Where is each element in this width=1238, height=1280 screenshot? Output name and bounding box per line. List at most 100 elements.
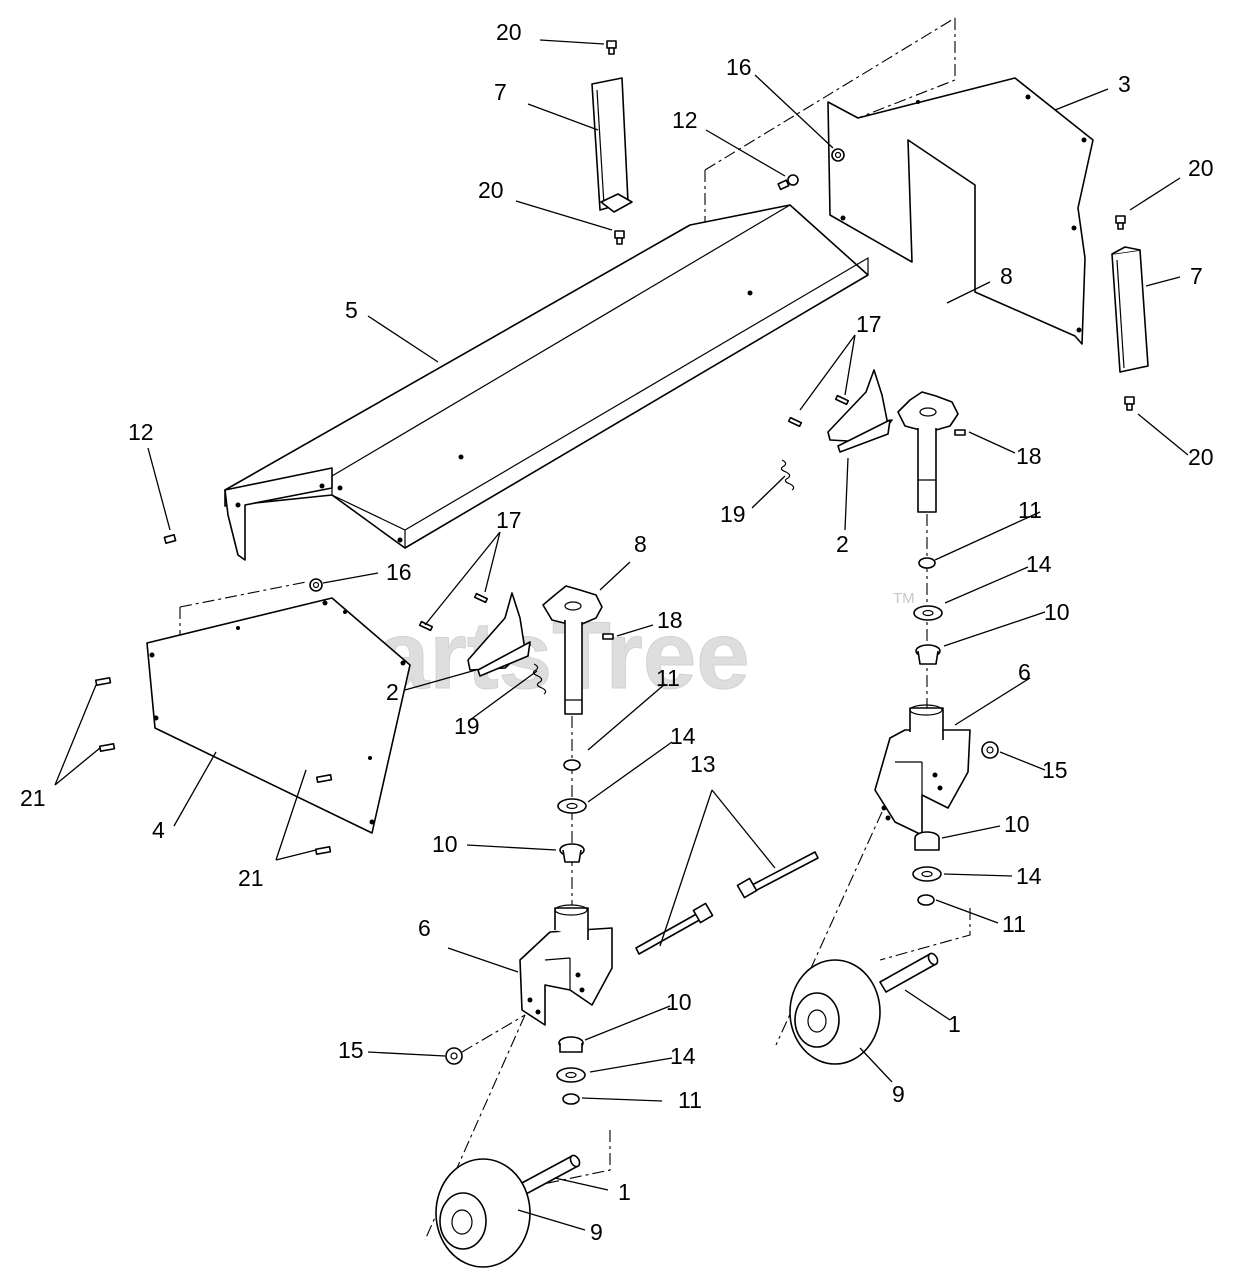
bolt-20-mid[interactable] <box>614 230 625 245</box>
nut-15-right[interactable] <box>981 741 999 759</box>
nut-16-left[interactable] <box>309 578 323 592</box>
callout-20: 20 <box>1188 155 1214 181</box>
bracket-7-right[interactable] <box>1111 246 1149 373</box>
callout-6: 6 <box>1018 659 1031 685</box>
screw-21-c[interactable] <box>315 774 333 783</box>
callout-18: 18 <box>1016 443 1042 469</box>
callout-10: 10 <box>432 831 458 857</box>
screw-18-right[interactable] <box>954 429 966 436</box>
bushing-10-left-upper[interactable] <box>559 843 585 863</box>
bolt-12-upper[interactable] <box>777 174 799 191</box>
spring-19-right[interactable] <box>780 459 795 491</box>
wheel-axis-left <box>424 1014 611 1241</box>
bolt-13-left[interactable] <box>635 902 714 955</box>
callout-labels: 20 7 16 3 12 20 20 7 5 17 8 12 20 18 19 … <box>20 19 1214 1245</box>
callout-7: 7 <box>1190 263 1203 289</box>
pin-17-right-a[interactable] <box>787 416 803 428</box>
axle-1-left[interactable] <box>519 1154 581 1195</box>
callout-5: 5 <box>345 297 358 323</box>
axle-1-right[interactable] <box>879 952 939 993</box>
bolt-20-right-top[interactable] <box>1115 215 1126 230</box>
callout-16: 16 <box>386 559 412 585</box>
callout-11: 11 <box>656 665 680 691</box>
callout-15: 15 <box>1042 757 1068 783</box>
callout-14: 14 <box>1016 863 1042 889</box>
callout-19: 19 <box>454 713 480 739</box>
ring-11-right-upper[interactable] <box>918 557 936 569</box>
pin-17-right-b[interactable] <box>834 394 850 406</box>
axis-left-lower <box>461 1014 526 1053</box>
callout-1: 1 <box>618 1179 631 1205</box>
screw-21-d[interactable] <box>314 846 332 855</box>
callout-10: 10 <box>1004 811 1030 837</box>
callout-4: 4 <box>152 817 165 843</box>
bushing-10-right-upper[interactable] <box>915 644 941 665</box>
callout-14: 14 <box>670 723 696 749</box>
watermark-tm: TM <box>893 590 915 607</box>
screw-21-a[interactable] <box>94 677 112 686</box>
washer-14-left-lower[interactable] <box>556 1067 586 1083</box>
callout-14: 14 <box>1026 551 1052 577</box>
callout-21: 21 <box>20 785 46 811</box>
wheel-9-left[interactable] <box>435 1158 531 1268</box>
bolt-20-top[interactable] <box>606 40 617 55</box>
side-panel-4[interactable] <box>146 597 411 834</box>
callout-7: 7 <box>494 79 507 105</box>
callout-13: 13 <box>690 751 716 777</box>
ring-11-left-lower[interactable] <box>562 1093 580 1105</box>
callout-12: 12 <box>128 419 154 445</box>
callout-18: 18 <box>657 607 683 633</box>
callout-10: 10 <box>1044 599 1070 625</box>
washer-14-right-upper[interactable] <box>913 605 943 621</box>
nut-16-upper[interactable] <box>831 148 845 162</box>
bolt-13-right[interactable] <box>736 851 819 899</box>
ring-11-right-lower[interactable] <box>917 894 935 906</box>
callout-11: 11 <box>1002 911 1026 937</box>
callout-11: 11 <box>678 1087 702 1113</box>
callout-8: 8 <box>634 531 647 557</box>
screw-21-b[interactable] <box>98 743 116 752</box>
washer-14-left-upper[interactable] <box>557 798 587 814</box>
callout-20: 20 <box>496 19 522 45</box>
callout-9: 9 <box>590 1219 603 1245</box>
wheel-9-right[interactable] <box>789 959 881 1065</box>
callout-10: 10 <box>666 989 692 1015</box>
screw-18-left[interactable] <box>602 633 614 640</box>
callout-20: 20 <box>478 177 504 203</box>
beam-5[interactable] <box>224 204 869 561</box>
hub-8-right[interactable] <box>897 391 959 513</box>
ring-11-left-upper[interactable] <box>563 759 581 771</box>
pin-17-left-a[interactable] <box>418 620 434 632</box>
callout-11: 11 <box>1018 497 1042 523</box>
spring-19-left[interactable] <box>532 663 547 695</box>
bushing-10-left-lower[interactable] <box>558 1036 584 1053</box>
callout-16: 16 <box>726 54 752 80</box>
hub-8-left[interactable] <box>542 585 603 715</box>
callout-2: 2 <box>386 679 399 705</box>
pin-17-left-b[interactable] <box>473 592 489 604</box>
bracket-7-upper[interactable] <box>591 77 633 213</box>
callout-17: 17 <box>856 311 882 337</box>
callout-19: 19 <box>720 501 746 527</box>
callout-8: 8 <box>1000 263 1013 289</box>
callout-15: 15 <box>338 1037 364 1063</box>
callout-9: 9 <box>892 1081 905 1107</box>
callout-21: 21 <box>238 865 264 891</box>
fork-6-right[interactable] <box>874 704 971 836</box>
fork-6-left[interactable] <box>519 904 613 1026</box>
side-panel-3[interactable] <box>827 77 1094 345</box>
bushing-10-right-lower[interactable] <box>914 831 940 851</box>
bolt-20-right-bottom[interactable] <box>1124 396 1135 411</box>
latch-2-left[interactable] <box>467 592 531 677</box>
callout-14: 14 <box>670 1043 696 1069</box>
callout-20: 20 <box>1188 444 1214 470</box>
callout-6: 6 <box>418 915 431 941</box>
bolt-12-left[interactable] <box>163 534 177 544</box>
nut-15-left[interactable] <box>445 1047 463 1065</box>
washer-14-right-lower[interactable] <box>912 866 942 882</box>
latch-2-right[interactable] <box>827 369 893 453</box>
callout-3: 3 <box>1118 71 1131 97</box>
callout-1: 1 <box>948 1011 961 1037</box>
callout-17: 17 <box>496 507 522 533</box>
